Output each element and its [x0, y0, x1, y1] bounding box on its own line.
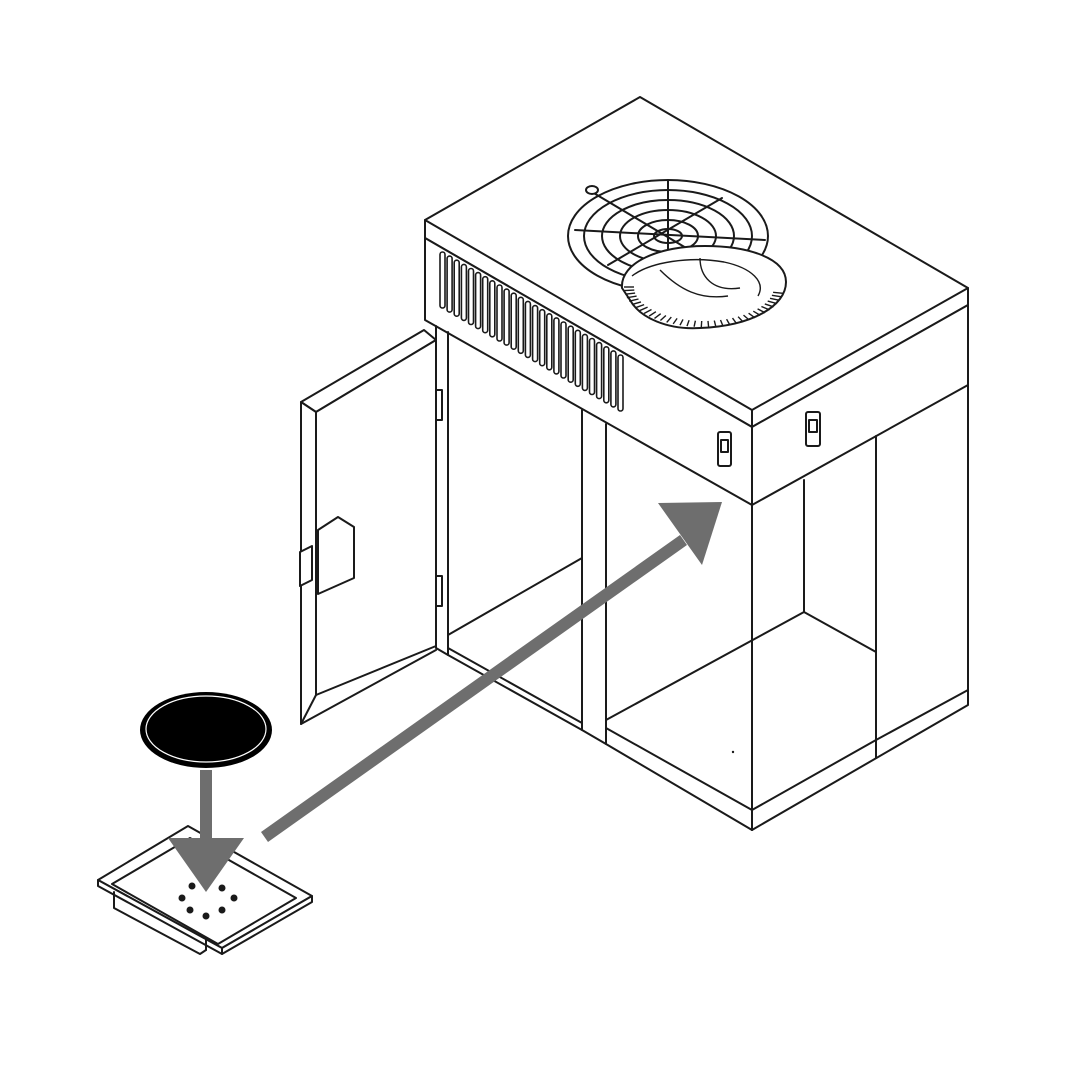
door-handle-icon[interactable]	[299, 516, 355, 595]
vent-slot	[617, 354, 624, 412]
coil-rib	[748, 312, 756, 319]
cabinet-door[interactable]	[300, 329, 443, 725]
vent-slot	[553, 317, 560, 375]
vent-slot	[474, 271, 482, 330]
vent-slot	[538, 308, 546, 367]
cabinet-frame	[435, 325, 969, 831]
coil-rib	[659, 314, 667, 322]
coil-rib	[686, 319, 690, 327]
vent-slot	[574, 329, 582, 388]
coil-rib	[679, 319, 684, 326]
floor-mark	[731, 750, 735, 754]
coil-rib	[654, 313, 662, 319]
coil-rib	[719, 319, 724, 327]
coil-rib	[737, 316, 744, 323]
vent-slot	[524, 300, 532, 359]
perforated-tray	[97, 825, 313, 955]
coil-rib	[629, 298, 639, 302]
vent-slot	[581, 333, 589, 392]
vent-slot	[496, 284, 503, 342]
vent-slot	[560, 321, 567, 379]
coil-rib	[743, 314, 750, 321]
switch-icon[interactable]	[805, 411, 821, 447]
coil-rib	[767, 300, 777, 305]
coil-rib	[672, 317, 678, 325]
vent-slot	[439, 251, 446, 309]
coil-rib	[773, 291, 784, 294]
vent-slot	[610, 350, 617, 408]
vent-slot	[446, 255, 453, 313]
coil-rib	[771, 294, 782, 298]
vent-slot	[460, 263, 468, 322]
arrow-tray-to-cabinet	[261, 502, 722, 842]
coil-rib	[725, 318, 731, 326]
coil-rib	[761, 305, 770, 311]
vent-slot	[588, 337, 596, 396]
vent-slot	[595, 341, 603, 400]
coil-rib	[707, 320, 710, 327]
fan-cover-icon	[620, 245, 787, 330]
vent-slot	[488, 279, 496, 338]
vent-slot	[481, 275, 489, 334]
coil-rib	[764, 303, 774, 308]
vent-slot	[517, 296, 525, 355]
ventilation-grille	[439, 251, 624, 412]
coil-rib	[769, 297, 780, 301]
vent-slot	[567, 325, 575, 384]
arrow-disc-to-tray	[168, 770, 244, 892]
vent-slot	[531, 304, 539, 363]
vent-slot	[545, 312, 553, 371]
coil-rib	[625, 292, 636, 295]
coil-rib	[643, 308, 652, 315]
tray-holes	[178, 874, 238, 920]
coil-rib	[713, 320, 717, 327]
coil-rib	[731, 317, 738, 324]
coil-rib	[624, 289, 635, 292]
switch-icon[interactable]	[717, 431, 732, 467]
vent-slot	[510, 292, 518, 351]
vent-slot	[503, 288, 510, 346]
coil-rib	[635, 303, 645, 309]
vent-slot	[602, 345, 610, 404]
coil-rib	[752, 310, 761, 317]
coil-rib	[648, 311, 657, 317]
coil-rib	[666, 316, 672, 323]
dough-disc	[140, 692, 272, 768]
coil-rib	[757, 308, 766, 314]
coil-rib	[639, 306, 648, 312]
coil-rib	[631, 301, 642, 306]
coil-rib	[693, 320, 697, 327]
vent-slot	[467, 267, 475, 326]
coil-rib	[626, 295, 637, 299]
vent-slot	[453, 259, 461, 318]
